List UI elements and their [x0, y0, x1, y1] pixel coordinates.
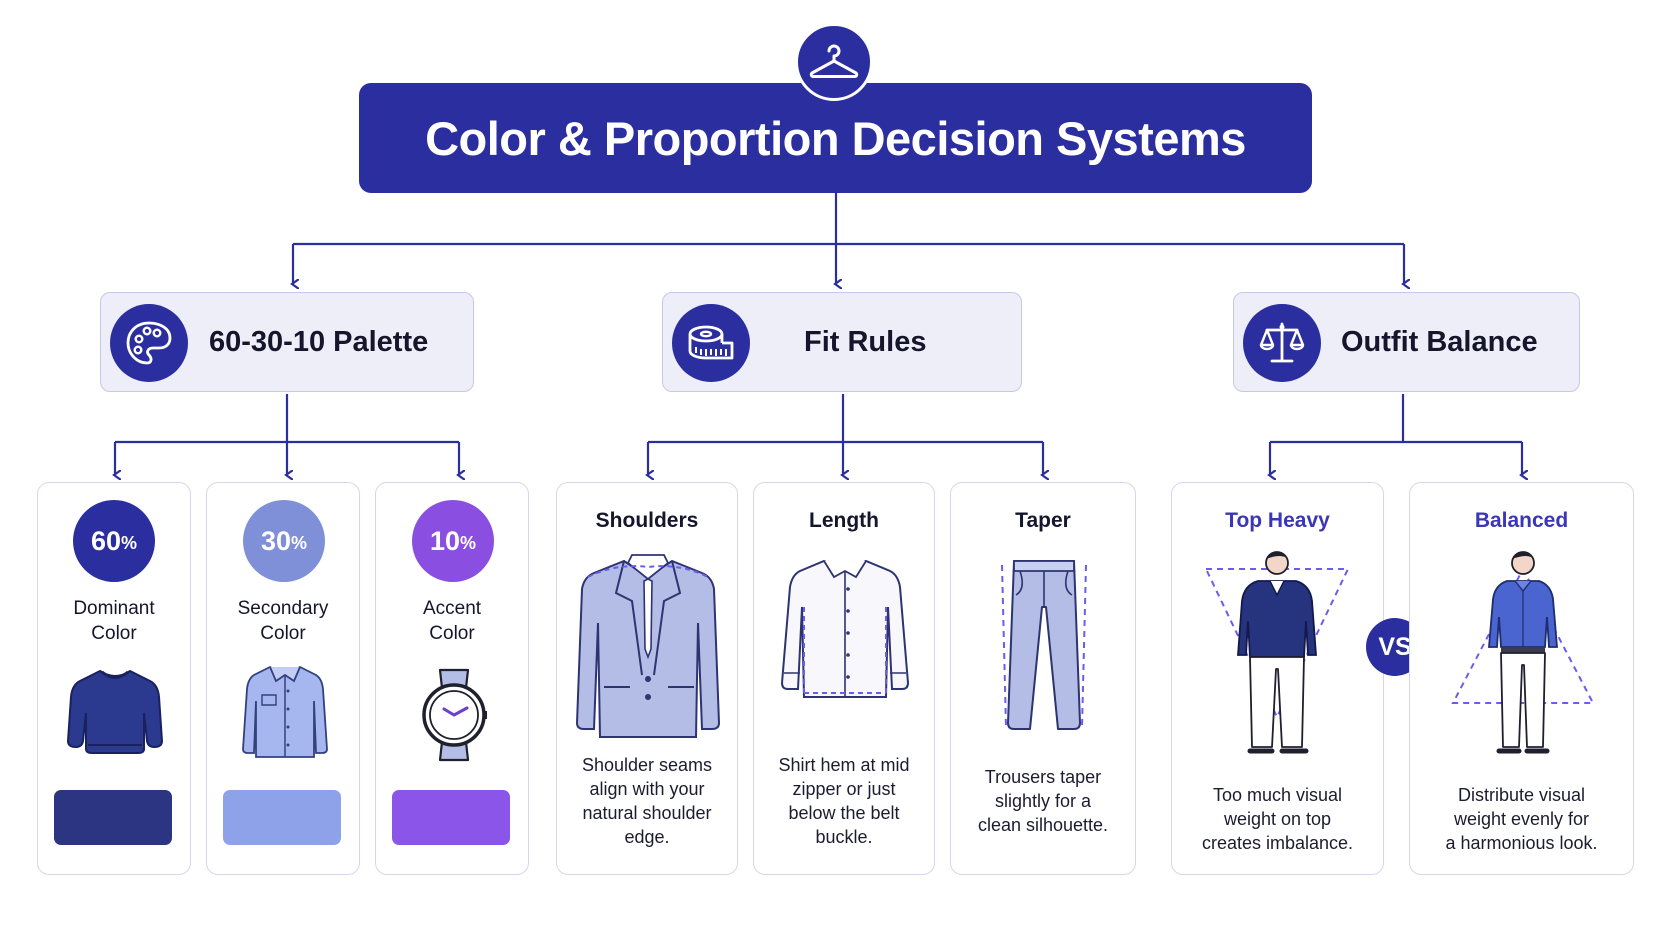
- fit-card-length: Length Shirt hem at mid zipper or just b…: [753, 482, 935, 875]
- card-description: Distribute visual weight evenly for a ha…: [1445, 785, 1598, 853]
- card-title: Shoulders: [595, 509, 699, 532]
- color-swatch: [54, 790, 172, 845]
- man-balanced-icon: [1451, 551, 1595, 754]
- percent-badge: 60%: [73, 500, 155, 582]
- shirt-icon: [242, 665, 328, 758]
- percent-value: 10: [429, 525, 461, 556]
- percent-badge: 10%: [412, 500, 494, 582]
- category-label: Outfit Balance: [1341, 325, 1538, 358]
- card-title: Length: [809, 509, 879, 532]
- balance-card-balanced: Balanced Distribute visual weight evenly…: [1409, 482, 1634, 875]
- category-outfit-balance: Outfit Balance: [1233, 292, 1580, 392]
- title-banner: Color & Proportion Decision Systems: [359, 83, 1312, 193]
- percent-sign: %: [291, 533, 308, 553]
- blazer-icon: [575, 554, 721, 738]
- palette-card-dominant: 60% Dominant Color: [37, 482, 191, 875]
- sweater-icon: [66, 669, 164, 754]
- hanger-icon: [795, 23, 873, 101]
- color-swatch: [223, 790, 341, 845]
- man-top-heavy-icon: [1204, 551, 1350, 754]
- category-label: 60-30-10 Palette: [209, 325, 429, 358]
- category-palette: 60-30-10 Palette: [100, 292, 474, 392]
- trousers-icon: [1001, 560, 1087, 730]
- balance-card-top-heavy: Top Heavy Too much visual weight on top …: [1171, 482, 1384, 875]
- watch-icon: [422, 668, 487, 762]
- card-title: Top Heavy: [1225, 509, 1330, 532]
- percent-badge: 30%: [243, 500, 325, 582]
- card-description: Shirt hem at mid zipper or just below th…: [778, 755, 910, 847]
- fit-card-shoulders: Shoulders Shoulder seams align with your…: [556, 482, 738, 875]
- scale-icon: [1243, 304, 1321, 382]
- palette-icon: [110, 304, 188, 382]
- card-description: Too much visual weight on top creates im…: [1201, 785, 1354, 853]
- category-fit-rules: Fit Rules: [662, 292, 1022, 392]
- percent-value: 60: [90, 525, 122, 556]
- card-description: Trousers taper slightly for a clean silh…: [977, 767, 1109, 835]
- percent-value: 30: [260, 525, 292, 556]
- palette-label: Secondary Color: [237, 598, 329, 644]
- color-swatch: [392, 790, 510, 845]
- percent-sign: %: [121, 533, 138, 553]
- palette-label: Dominant Color: [73, 598, 155, 644]
- fit-card-taper: Taper Trousers taper slightly for a clea…: [950, 482, 1136, 875]
- card-title: Taper: [1015, 509, 1071, 532]
- palette-card-accent: 10% Accent Color: [375, 482, 529, 875]
- palette-card-secondary: 30% Secondary Color: [206, 482, 360, 875]
- palette-label: Accent Color: [422, 598, 482, 644]
- page-title: Color & Proportion Decision Systems: [425, 111, 1246, 165]
- card-description: Shoulder seams align with your natural s…: [581, 755, 713, 847]
- category-label: Fit Rules: [804, 325, 927, 358]
- dress-shirt-icon: [780, 559, 910, 698]
- card-title: Balanced: [1474, 509, 1569, 532]
- percent-sign: %: [460, 533, 477, 553]
- tape-measure-icon: [672, 304, 750, 382]
